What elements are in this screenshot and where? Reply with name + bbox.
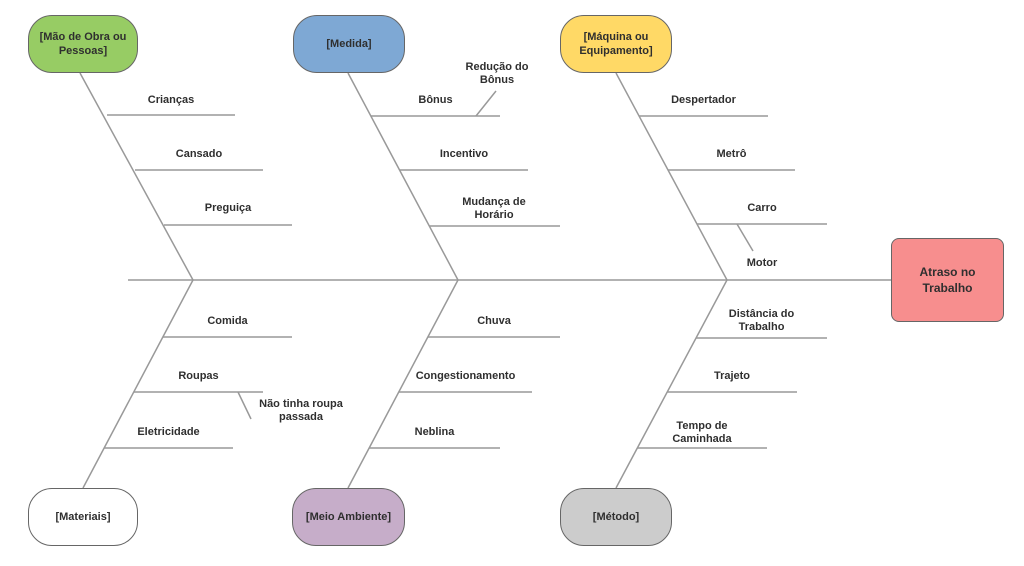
cause-label-criancas: Crianças <box>147 94 195 106</box>
cause-label-congestionamento: Congestionamento <box>415 370 516 382</box>
category-label-mao-de-obra: [Mão de Obra ou Pessoas] <box>39 31 127 57</box>
cause-label-roupas: Roupas <box>178 370 219 382</box>
effect-box-atraso-no-trabalho[interactable]: Atraso no Trabalho <box>891 238 1004 322</box>
cause-label-comida: Comida <box>207 315 248 327</box>
cause-label-eletricidade: Eletricidade <box>137 426 200 438</box>
branch-line-metodo <box>615 279 728 489</box>
category-label-maquina: [Máquina ou Equipamento] <box>579 31 653 57</box>
category-label-metodo: [Método] <box>592 511 640 523</box>
category-box-mao-de-obra[interactable]: [Mão de Obra ou Pessoas] <box>28 15 138 73</box>
subcause-line-reducao-do-bonus <box>475 90 497 117</box>
cause-label-preguica: Preguiça <box>204 202 252 214</box>
cause-label-chuva: Chuva <box>477 315 511 327</box>
branch-line-meio-ambiente <box>347 279 459 489</box>
branch-line-mao-de-obra <box>79 72 194 281</box>
subcause-label-motor: Motor <box>746 257 778 269</box>
branch-line-medida <box>347 72 459 281</box>
cause-label-incentivo: Incentivo <box>439 148 489 160</box>
cause-label-despertador: Despertador <box>671 94 736 106</box>
subcause-label-nao-tinha-roupa-passada: Não tinha roupa passada <box>259 398 343 423</box>
cause-label-trajeto: Trajeto <box>713 370 751 382</box>
cause-label-cansado: Cansado <box>175 148 223 160</box>
category-box-metodo[interactable]: [Método] <box>560 488 672 546</box>
effect-label: Atraso no Trabalho <box>919 265 976 295</box>
cause-label-carro: Carro <box>747 202 777 214</box>
category-box-medida[interactable]: [Medida] <box>293 15 405 73</box>
cause-label-tempo-de-caminhada: Tempo de Caminhada <box>672 420 732 445</box>
category-label-meio-ambiente: [Meio Ambiente] <box>305 511 392 523</box>
cause-label-metro: Metrô <box>716 148 747 160</box>
branch-line-materiais <box>82 279 194 489</box>
cause-label-distancia-do-trabalho: Distância do Trabalho <box>728 308 795 333</box>
cause-label-bonus: Bônus <box>418 94 453 106</box>
category-label-materiais: [Materiais] <box>55 511 111 523</box>
category-label-medida: [Medida] <box>326 38 372 50</box>
category-box-maquina[interactable]: [Máquina ou Equipamento] <box>560 15 672 73</box>
branch-line-maquina <box>615 72 728 281</box>
category-box-meio-ambiente[interactable]: [Meio Ambiente] <box>292 488 405 546</box>
subcause-label-reducao-do-bonus: Redução do Bônus <box>465 61 529 86</box>
category-box-materiais[interactable]: [Materiais] <box>28 488 138 546</box>
cause-label-neblina: Neblina <box>414 426 455 438</box>
subcause-line-nao-tinha-roupa-passada <box>237 391 252 420</box>
cause-label-mudanca-de-horario: Mudança de Horário <box>462 196 526 221</box>
subcause-line-motor <box>736 223 754 252</box>
